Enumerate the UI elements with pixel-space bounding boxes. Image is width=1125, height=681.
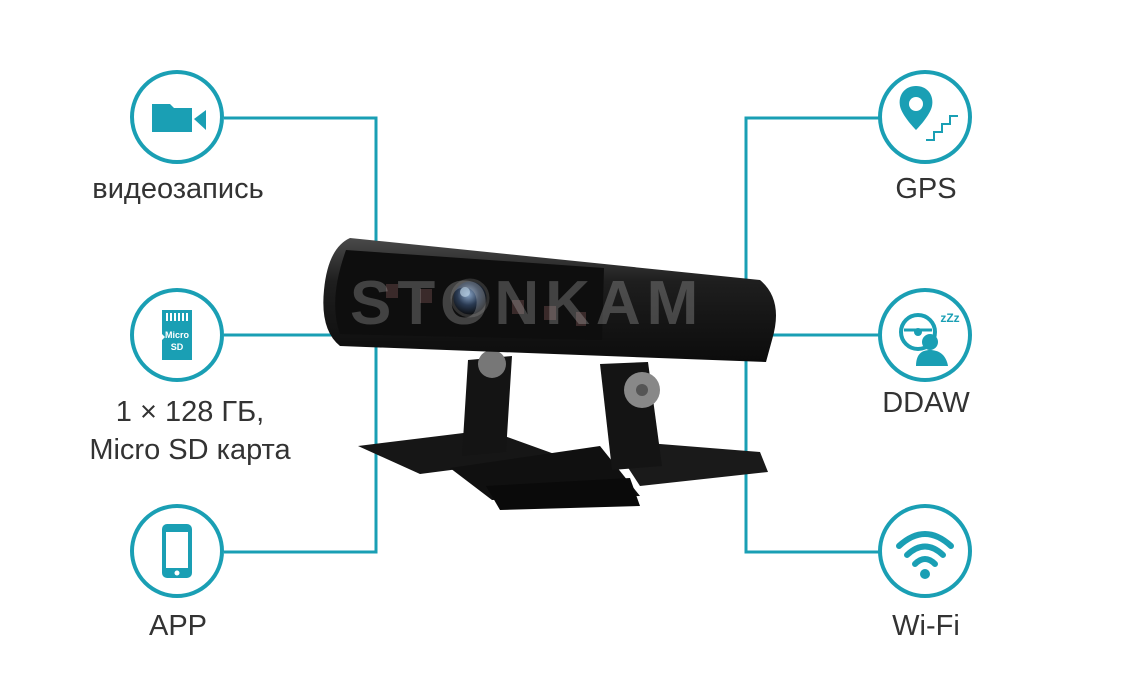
screw-left (478, 350, 506, 378)
feature-micro-sd: Micro SD (130, 288, 224, 382)
feature-app (130, 504, 224, 598)
ir-led (512, 300, 524, 314)
smartphone-icon (162, 524, 192, 578)
wifi-icon (896, 531, 954, 579)
feature-label-sd-line1: 1 × 128 ГБ, (115, 396, 265, 428)
ddaw-icon-text: zZz (940, 311, 959, 325)
ir-led (386, 284, 398, 298)
feature-label-sd-line2: Micro SD карта (89, 434, 291, 466)
mount-plate-front (486, 478, 640, 510)
feature-wifi (878, 504, 972, 598)
video-camera-icon (152, 104, 206, 132)
micro-sd-card-icon: Micro SD (162, 310, 192, 360)
feature-video-recording (130, 70, 224, 164)
bracket-left (462, 356, 512, 456)
watermark: STONKAM (350, 269, 705, 338)
feature-gps (878, 70, 972, 164)
gps-location-icon (899, 86, 958, 141)
feature-label-gps: GPS (895, 173, 957, 205)
mount-plate-left (358, 430, 560, 474)
drowsy-driver-icon: zZz (899, 311, 960, 366)
ir-led (544, 306, 556, 320)
feature-label-ddaw: DDAW (882, 387, 970, 419)
feature-ddaw: zZz (878, 288, 972, 382)
feature-label-app: APP (148, 610, 208, 642)
ir-led (420, 289, 432, 303)
ir-led (576, 312, 586, 326)
sd-icon-text-bottom: SD (171, 342, 184, 352)
feature-label-video: видеозапись (92, 173, 264, 205)
sd-icon-text-top: Micro (165, 330, 190, 340)
feature-label-wifi: Wi-Fi (892, 610, 960, 642)
